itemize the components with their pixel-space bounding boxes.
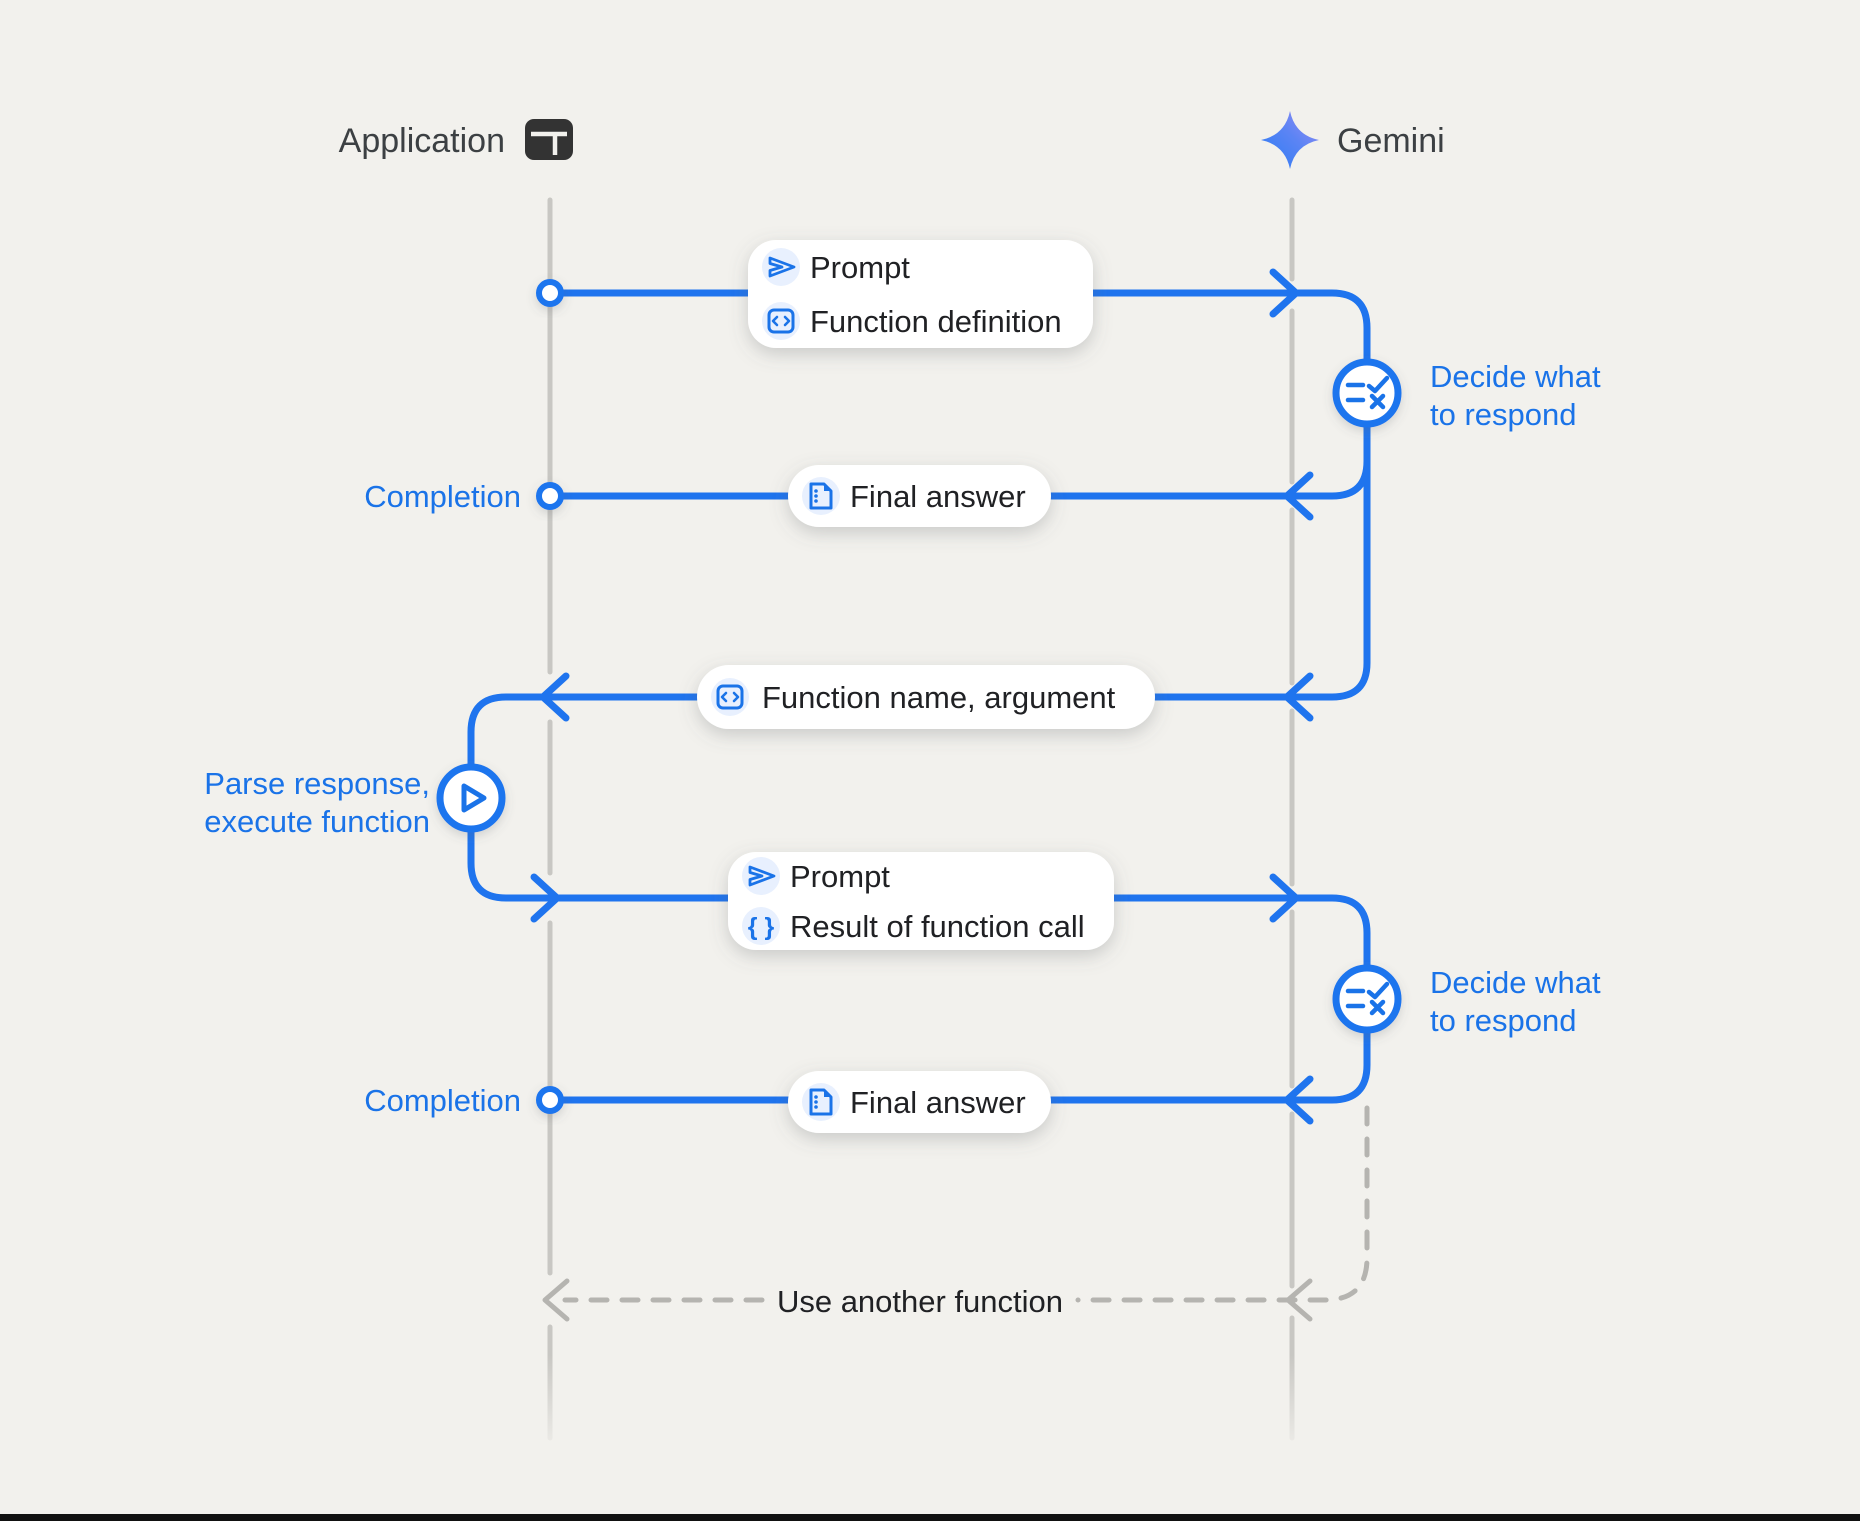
decide-label-line1: Decide what [1430,359,1601,394]
arrowhead-left-function-name-application [539,672,570,722]
play-icon [461,783,487,813]
send-icon [768,256,796,278]
decide-label-2: Decide what to respond [1430,965,1601,1038]
parse-label-line2: execute function [204,804,430,839]
arrowhead-left-gray-gemini [1285,1278,1313,1322]
send-icon [748,865,776,887]
app-window-icon [525,119,573,160]
braces-icon: { } [748,913,775,941]
rule-check-icon [1345,981,1390,1016]
decide-label-line1: Decide what [1430,965,1601,1000]
completion-dot-1 [536,482,564,510]
document-icon [809,482,833,510]
arrowhead-left-final-answer-2 [1283,1075,1314,1125]
message-box-final-answer-1: Final answer [788,465,1051,527]
code-block-icon [767,308,795,334]
document-icon [809,1088,833,1116]
decide-label-line2: to respond [1430,1003,1577,1038]
decide-node-2 [1332,964,1402,1034]
gemini-label: Gemini [1337,122,1445,160]
decide-circle-2 [1332,964,1402,1034]
message-row-label: Function definition [810,304,1062,339]
use-another-function-dashed-line [1075,1105,1370,1303]
bottom-bar [0,1514,1860,1521]
arrowhead-right-prompt1 [1269,268,1300,318]
parse-label-line1: Parse response, [204,766,430,801]
message-row-label: Prompt [810,250,910,285]
message-box [697,665,1155,729]
decide-node-1 [1332,358,1402,428]
completion-label-2: Completion [364,1083,521,1118]
decide-circle-1 [1332,358,1402,428]
icon-chip [742,907,780,945]
flow-final-answer-1-branch [557,457,1371,500]
decide-label-1: Decide what to respond [1430,359,1601,432]
message-box-prompt-function-definition: Prompt Function definition [748,240,1093,348]
arrowhead-right-prompt2-application [530,873,561,923]
use-another-function-label: Use another function [777,1284,1063,1319]
message-box [728,852,1114,950]
message-row-label: Result of function call [790,909,1085,944]
parse-execute-circle [436,763,506,833]
use-another-function-flow [542,1105,1370,1322]
completion-dot-2 [536,1086,564,1114]
application-header: Application [339,119,573,160]
message-row-label: Final answer [850,1085,1026,1120]
lifeline-fade [0,1355,1860,1460]
message-box-function-name-argument: Function name, argument [697,665,1155,729]
start-dot-prompt1 [536,279,564,307]
arrowhead-left-function-name-gemini [1283,672,1314,722]
message-box-final-answer-2: Final answer [788,1071,1051,1133]
gemini-sparkle-icon [1261,111,1319,169]
parse-execute-node [436,763,506,833]
decide-label-line2: to respond [1430,397,1577,432]
message-box [788,1071,1051,1133]
arrowhead-left-gray-application [542,1278,570,1322]
arrowhead-left-final-answer-1 [1283,471,1314,521]
code-block-icon [716,684,744,710]
parse-execute-label: Parse response, execute function [204,766,430,839]
message-row-label: Prompt [790,859,890,894]
message-row-label: Function name, argument [762,680,1116,715]
arrowhead-right-prompt2-gemini [1269,873,1300,923]
gemini-header: Gemini [1261,111,1445,169]
application-label: Application [339,122,505,160]
message-box [788,465,1051,527]
message-box [748,240,1093,348]
rule-check-icon [1345,375,1390,410]
completion-label-1: Completion [364,479,521,514]
message-row-label: Final answer [850,479,1026,514]
message-box-prompt-result: Prompt { } Result of function call [728,852,1114,950]
